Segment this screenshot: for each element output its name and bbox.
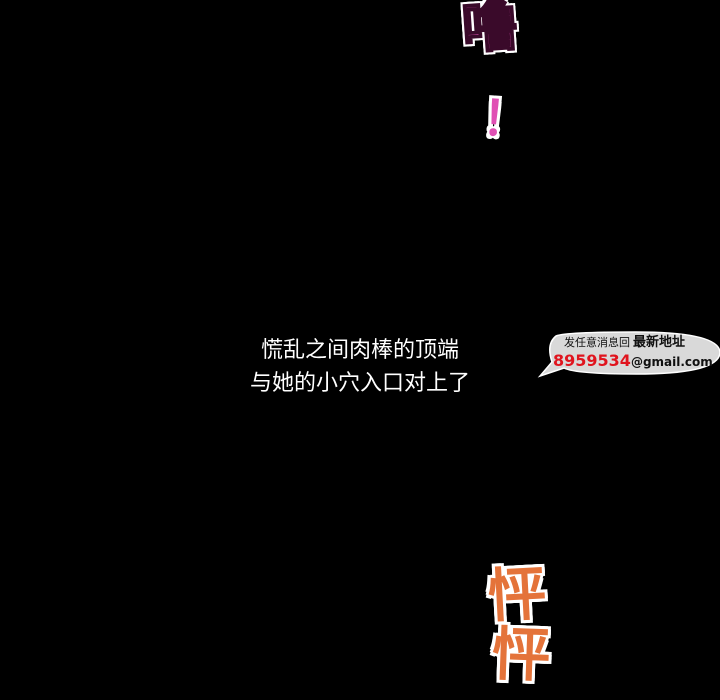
speech-bubble-shape	[537, 331, 720, 378]
watermark-email-domain: @gmail.com	[630, 355, 713, 369]
caption-line-2: 与她的小穴入口对上了	[249, 371, 470, 396]
caption-line-1: 慌乱之间肉棒的顶端	[260, 338, 459, 363]
watermark-number: 8959534	[553, 351, 631, 370]
sound-effect-peng-1: 怦	[486, 559, 548, 631]
watermark-latest-address: 最新地址	[633, 335, 686, 350]
watermark-line-2: 8959534@gmail.com	[553, 352, 713, 371]
watermark-bubble: 发任意消息回最新地址 8959534@gmail.com	[536, 330, 720, 378]
sound-effect-peng-2: 怦	[490, 620, 552, 690]
sound-effect-lu: 噜	[459, 0, 521, 63]
sound-effect-lu-exclamation: ！	[480, 90, 532, 150]
watermark-line-1: 发任意消息回最新地址	[564, 336, 720, 350]
narration-caption: 慌乱之间肉棒的顶端 与她的小穴入口对上了	[220, 334, 500, 400]
watermark-send-text: 发任意消息回	[564, 336, 630, 349]
